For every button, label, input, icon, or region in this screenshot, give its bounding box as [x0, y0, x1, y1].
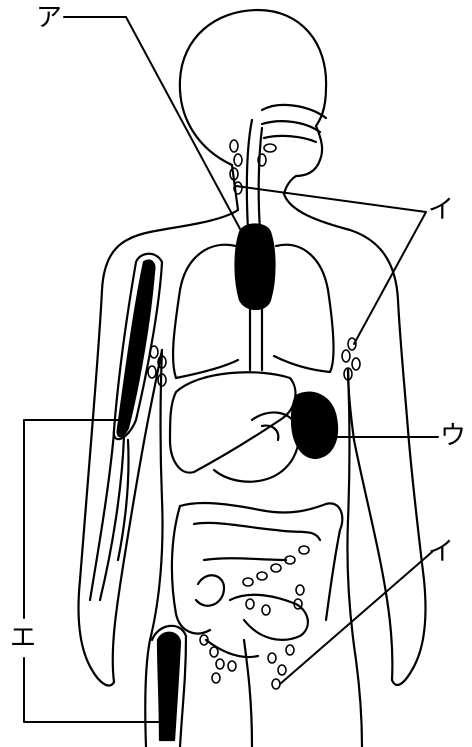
thymus-organ — [236, 225, 275, 310]
leader-line-i-upper-1 — [236, 186, 426, 212]
label-i-upper: イ — [428, 196, 454, 224]
lymph-node-chain-right-armpit — [342, 338, 360, 380]
stomach-spleen — [214, 393, 337, 482]
leader-lines — [24, 17, 438, 722]
lymph-node-chain-abdomen — [243, 546, 309, 615]
label-u: ウ — [440, 422, 466, 450]
femur-bone — [152, 626, 186, 747]
label-a: ア — [36, 4, 62, 32]
label-e: エ — [10, 624, 36, 652]
leader-bracket-e-lower — [24, 658, 164, 722]
leader-bracket-e — [24, 420, 126, 618]
label-i-lower: イ — [428, 538, 454, 566]
liver — [170, 372, 295, 472]
leader-line-i-upper-2 — [354, 212, 426, 344]
intestines — [172, 503, 342, 657]
leader-line-a — [64, 17, 246, 240]
